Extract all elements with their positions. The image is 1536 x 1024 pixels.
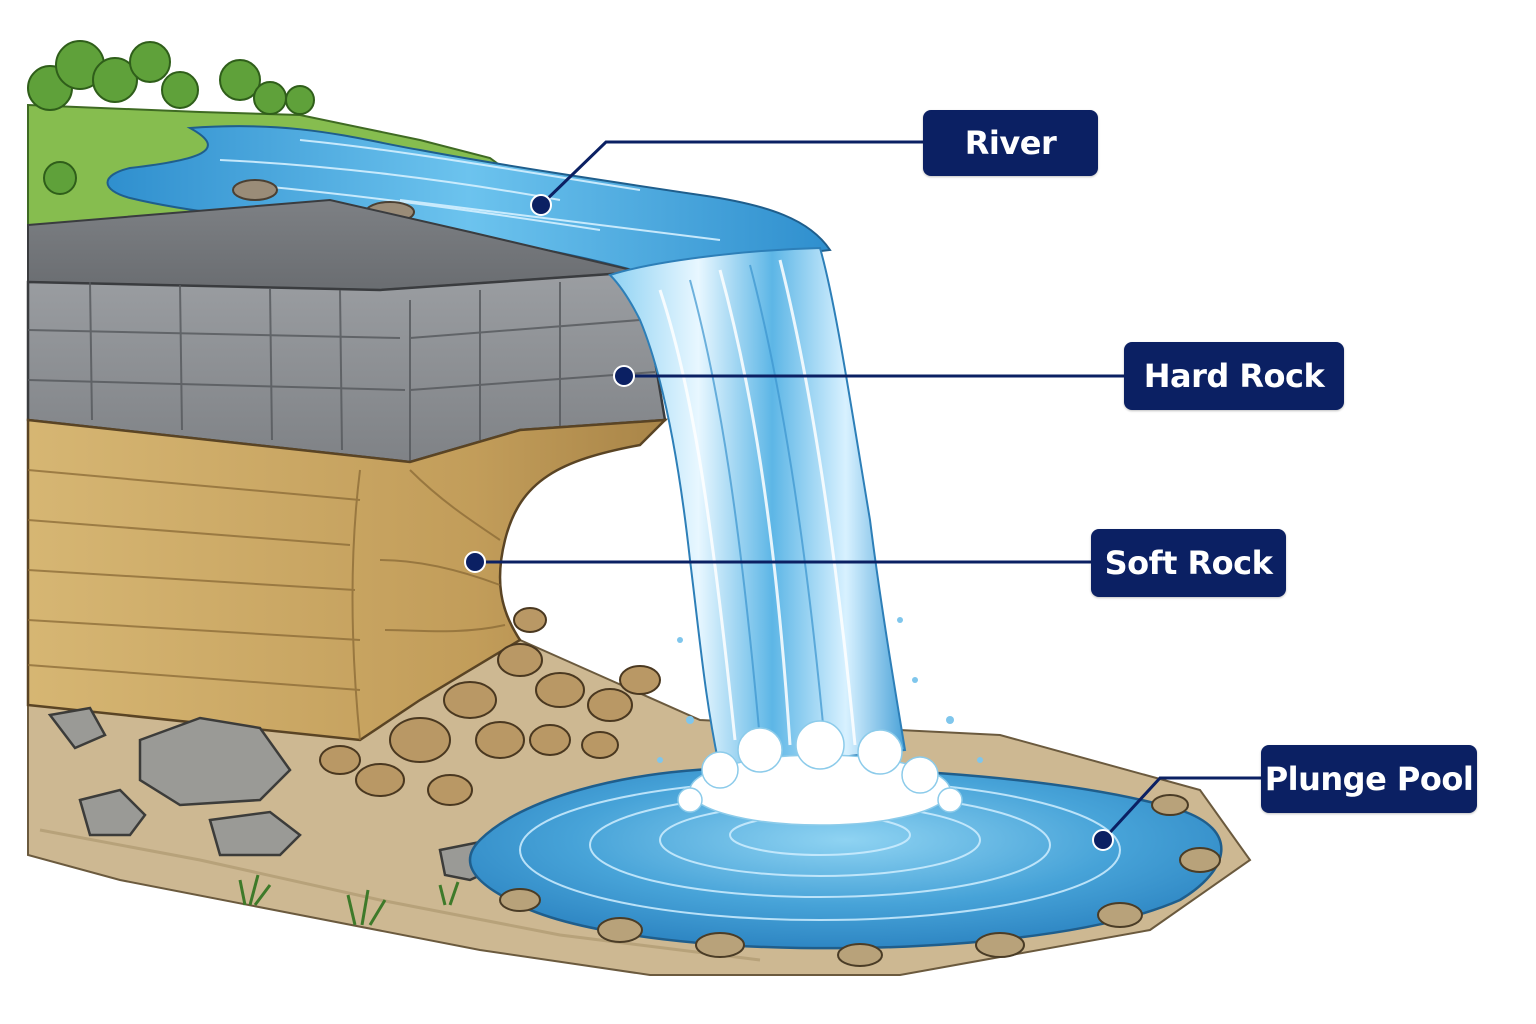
soft-rock-layer [26, 418, 669, 742]
river-leader [539, 140, 923, 207]
river-dot [530, 194, 552, 216]
splash-foam [677, 720, 963, 826]
plunge-pool-label: Plunge Pool [1261, 745, 1477, 813]
trees [27, 40, 315, 195]
soft-rock-label: Soft Rock [1091, 529, 1286, 597]
soft-rock-dot [464, 551, 486, 573]
leader-lines [475, 140, 1261, 842]
hard-rock-dot [613, 365, 635, 387]
leader-dots [464, 194, 1114, 851]
plunge-pool-dot [1092, 829, 1114, 851]
waterfall [608, 246, 907, 772]
plunge-pool-leader [1101, 776, 1261, 842]
boulders [47, 706, 502, 882]
hard-rock-label: Hard Rock [1124, 342, 1344, 410]
river-label: River [923, 110, 1098, 176]
rubble [319, 607, 661, 806]
